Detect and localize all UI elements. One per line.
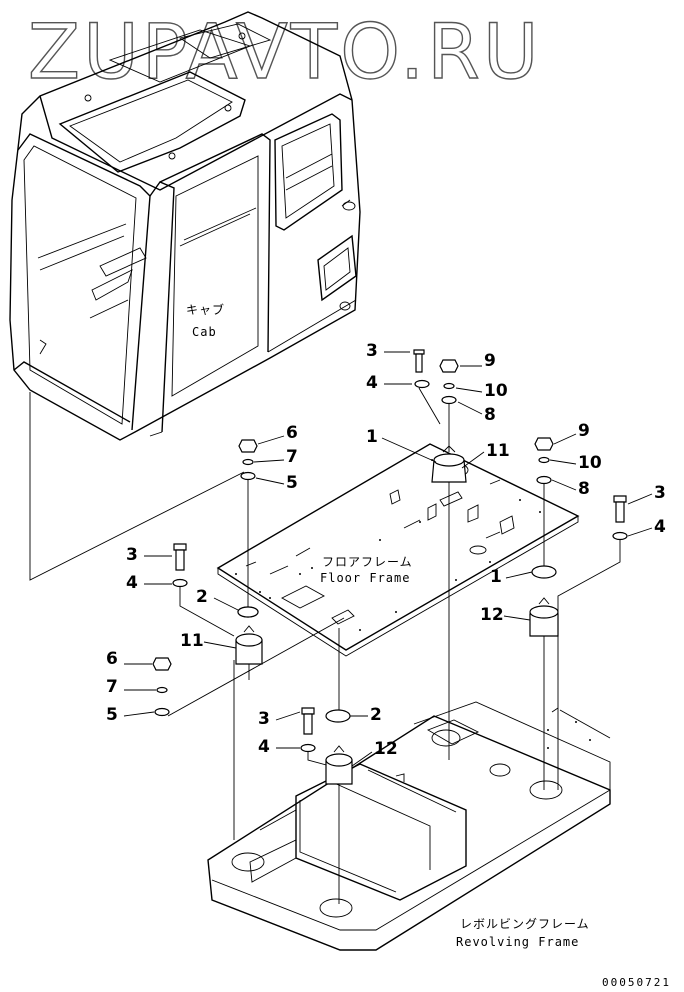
watermark: ZUPAVTO.RU [28, 7, 542, 96]
callout-6-lower: 6 [106, 649, 118, 669]
revolving-frame-label-en: Revolving Frame [456, 935, 579, 949]
callout-1-right: 1 [490, 567, 502, 587]
callout-6-upper: 6 [286, 423, 298, 443]
mount-assembly-front-center [300, 628, 353, 904]
callout-4-bottom: 4 [258, 737, 270, 757]
callout-8-top: 8 [484, 405, 496, 425]
mount-assembly-rear-right [413, 349, 467, 760]
callout-4-right: 4 [654, 517, 666, 537]
mount-assembly-left-nut [152, 617, 345, 717]
cab-leader-line [29, 392, 245, 581]
mount-plate-left [237, 606, 259, 618]
floor-frame-drawing: フロアフレーム Floor Frame [216, 443, 580, 657]
floor-frame-label-en: Floor Frame [320, 571, 410, 585]
callout-9-right: 9 [578, 421, 590, 441]
document-number: 00050721 [602, 976, 671, 989]
callout-2-left: 2 [196, 587, 208, 607]
floor-frame-label-jp: フロアフレーム [322, 555, 413, 569]
mount-assembly-front-left [235, 439, 263, 680]
mount-assembly-left-bolt [172, 543, 235, 637]
callouts: 3 4 9 10 8 1 11 6 7 5 9 10 8 3 4 1 12 [106, 341, 666, 767]
callout-4-left: 4 [126, 573, 138, 593]
callout-3-top: 3 [366, 341, 378, 361]
callout-1-top: 1 [366, 427, 378, 447]
cab-label-jp: キャブ [186, 302, 225, 317]
revolving-frame-label-jp: レボルビングフレーム [460, 917, 590, 931]
mount-assembly-right [529, 437, 559, 790]
callout-7-upper: 7 [286, 447, 298, 467]
callout-9-top: 9 [484, 351, 496, 371]
mount-assembly-right-bolt [557, 495, 628, 790]
callout-4-top: 4 [366, 373, 378, 393]
callout-10-top: 10 [484, 381, 508, 401]
callout-3-left: 3 [126, 545, 138, 565]
cab-label-en: Cab [192, 325, 217, 339]
revolving-frame-drawing: レボルビングフレーム Revolving Frame [207, 701, 611, 951]
callout-12-right: 12 [480, 605, 504, 625]
callout-3-bottom: 3 [258, 709, 270, 729]
callout-11-left: 11 [180, 631, 204, 651]
callout-10-right: 10 [578, 453, 602, 473]
callout-11-top: 11 [486, 441, 510, 461]
callout-7-lower: 7 [106, 677, 118, 697]
callout-2-bottom: 2 [370, 705, 382, 725]
cab-drawing: キャブ Cab [9, 11, 361, 441]
callout-12-bottom: 12 [374, 739, 398, 759]
callout-5-lower: 5 [106, 705, 118, 725]
callout-8-right: 8 [578, 479, 590, 499]
callout-3-right: 3 [654, 483, 666, 503]
callout-5-upper: 5 [286, 473, 298, 493]
